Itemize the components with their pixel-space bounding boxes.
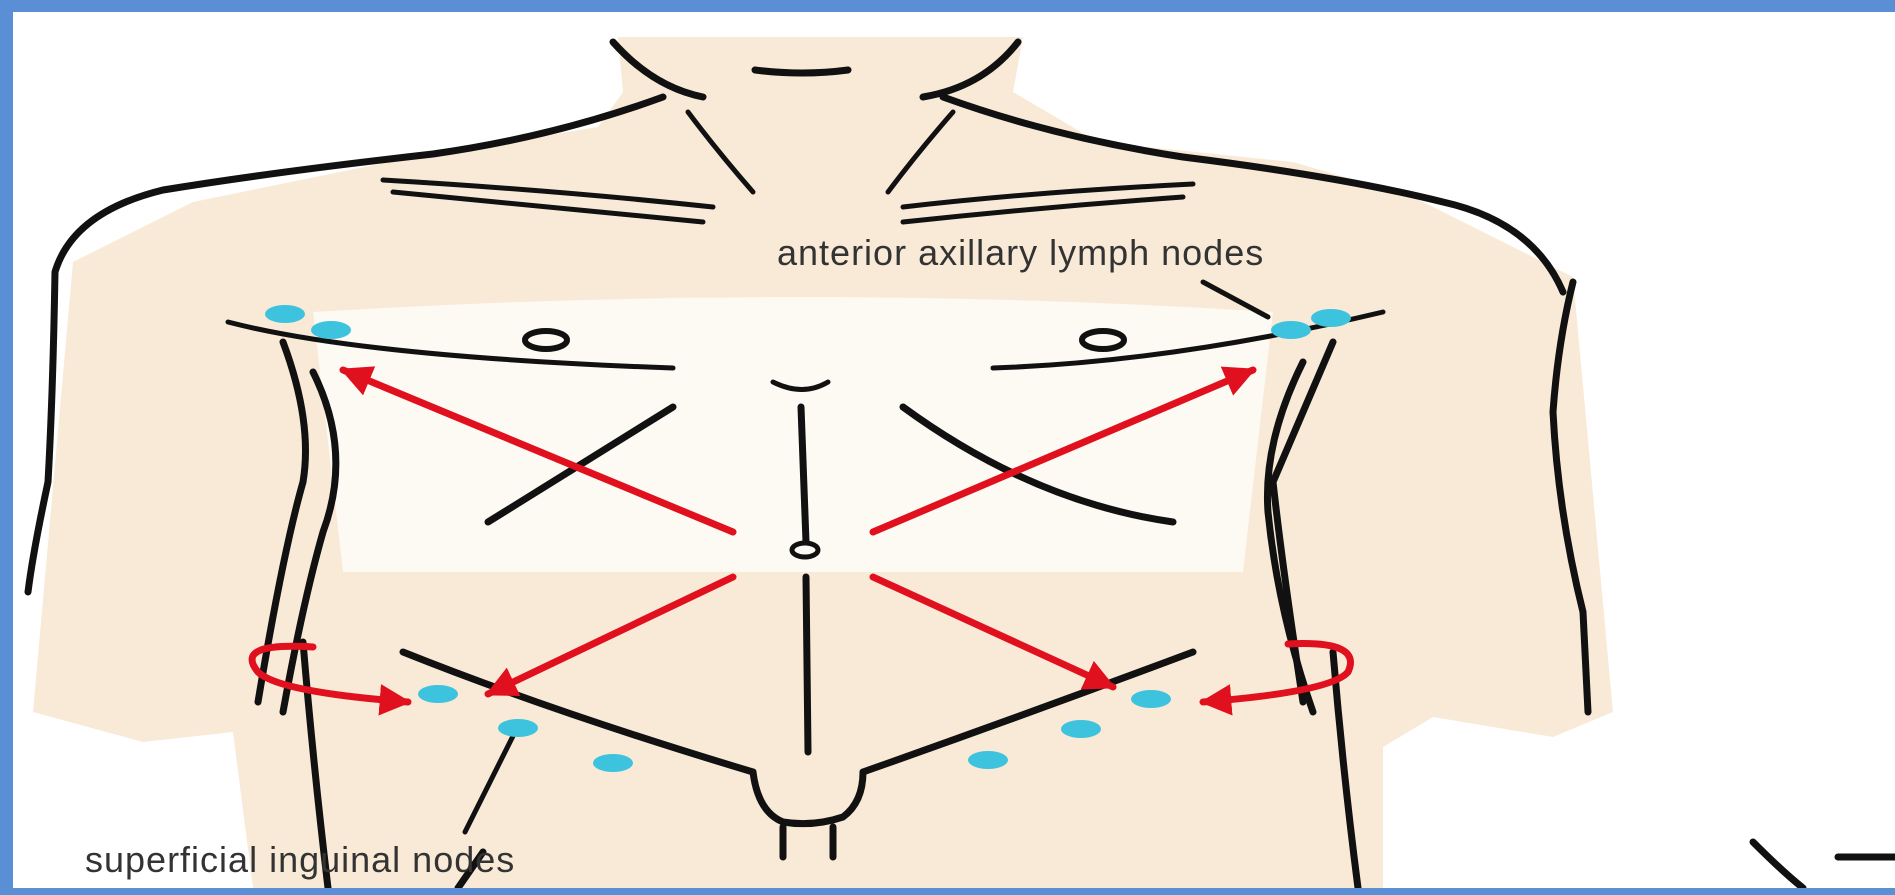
inguinal-node — [968, 751, 1008, 769]
axillary-node — [1271, 321, 1311, 339]
chin-line — [755, 70, 848, 73]
inguinal-node — [1061, 720, 1101, 738]
inguinal-node — [593, 754, 633, 772]
adjacent-figure-partial — [1753, 842, 1895, 888]
inguinal-node — [1131, 690, 1171, 708]
label-anterior-axillary-nodes: anterior axillary lymph nodes — [777, 232, 1264, 273]
label-superficial-inguinal-nodes: superficial inguinal nodes — [85, 839, 515, 880]
axillary-node — [311, 321, 351, 339]
inguinal-node — [498, 719, 538, 737]
lymphatic-drainage-diagram: anterior axillary lymph nodes superficia… — [13, 12, 1895, 888]
diagram-frame: anterior axillary lymph nodes superficia… — [13, 12, 1895, 888]
axillary-node — [265, 305, 305, 323]
inguinal-node — [418, 685, 458, 703]
axillary-node — [1311, 309, 1351, 327]
chest-highlight — [313, 297, 1273, 572]
